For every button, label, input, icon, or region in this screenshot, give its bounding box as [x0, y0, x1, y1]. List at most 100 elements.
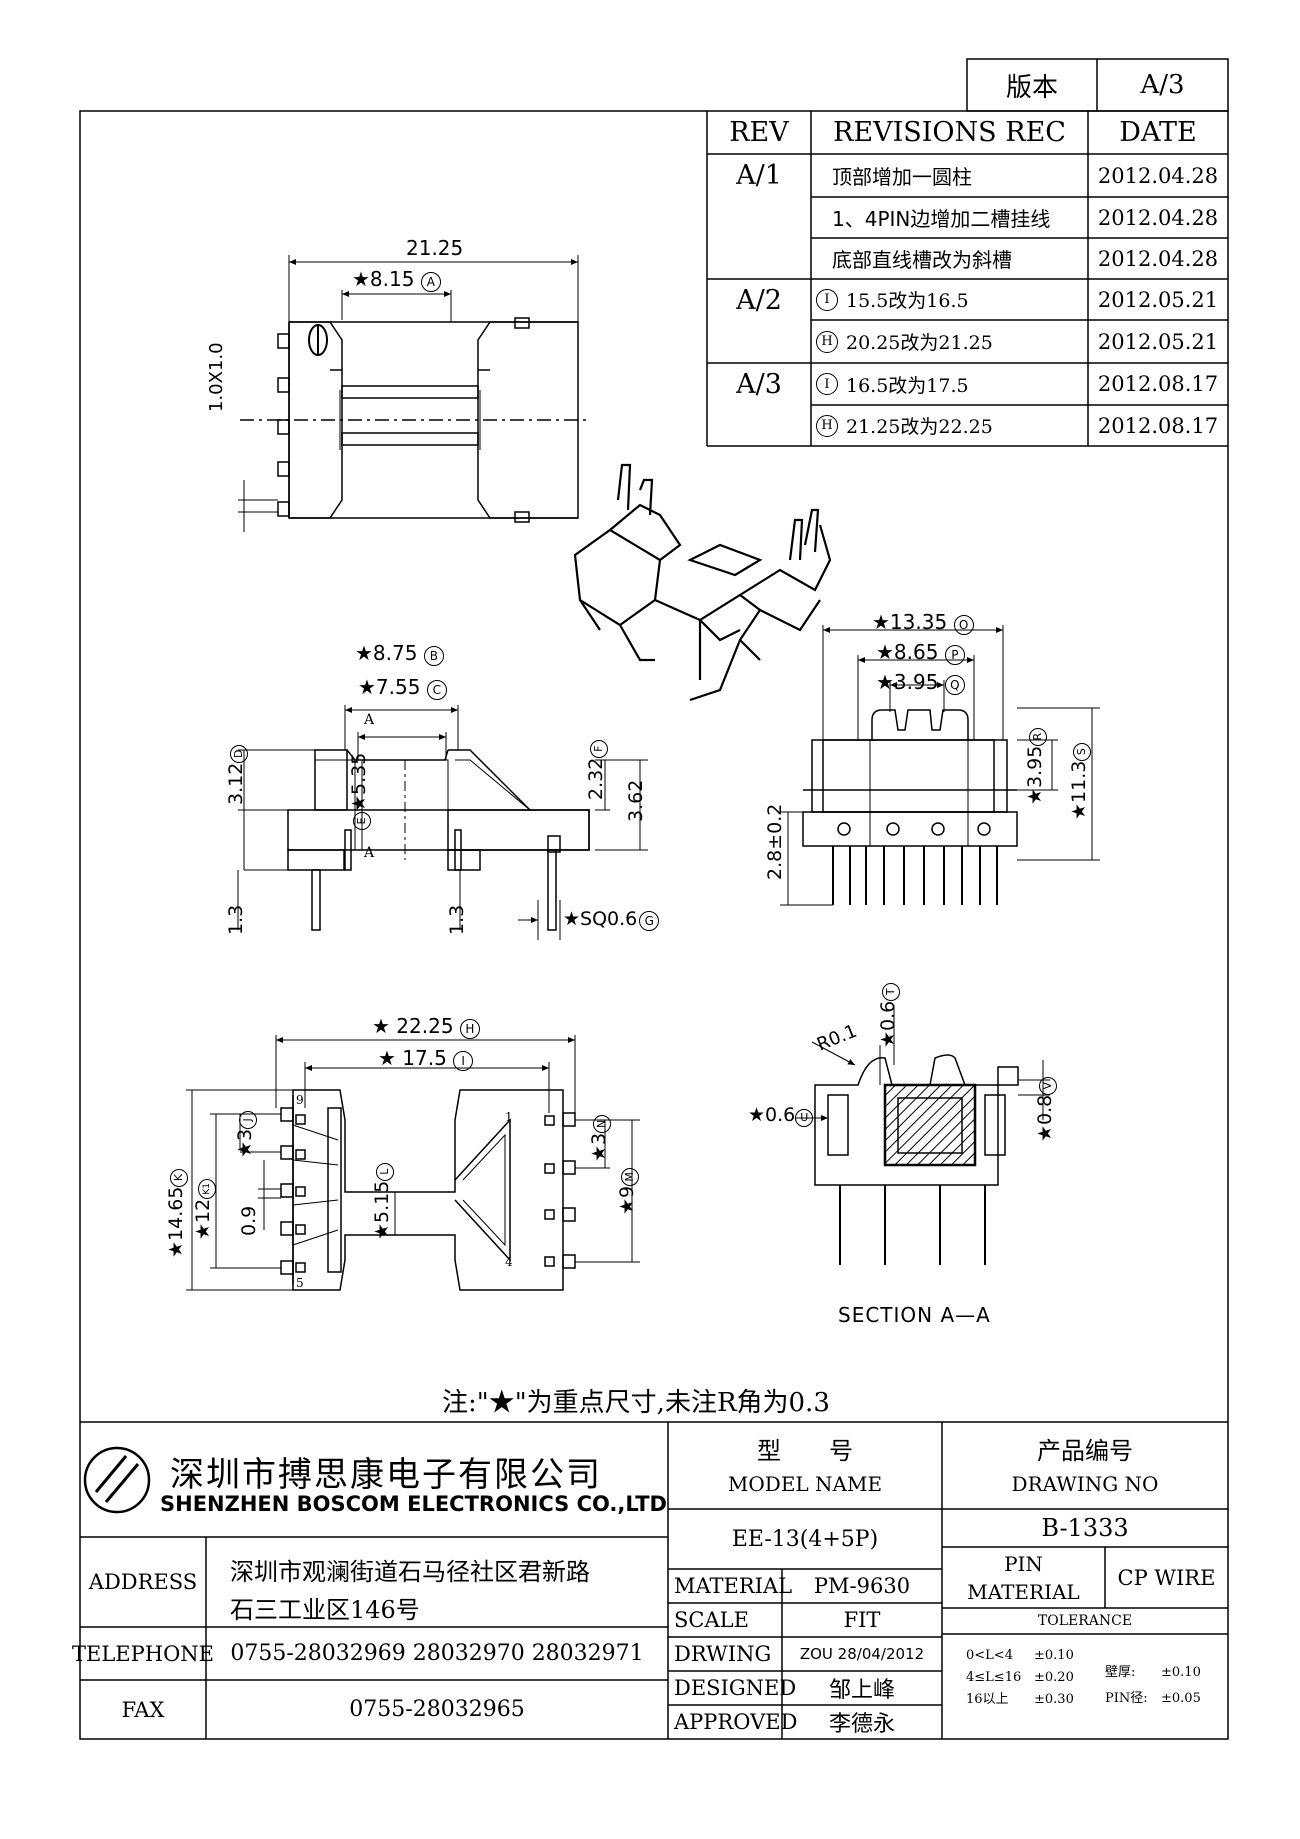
- revision-row-4: I 15.5改为16.5: [816, 279, 1086, 320]
- drawing-label-en: DRAWING NO: [1011, 1472, 1159, 1496]
- title-block-frame: [80, 1421, 1228, 1739]
- revision-row-5: H 20.25改为21.25: [816, 320, 1086, 363]
- pin-dia-label: PIN径:: [1105, 1691, 1148, 1706]
- bottom-dim-k: ★14.65K: [165, 1168, 188, 1258]
- top-dim-pitch: 1.0X1.0: [206, 342, 227, 412]
- wall-pin-tolerance: 壁厚:±0.10 PIN径:±0.05: [1105, 1660, 1201, 1712]
- revision-text-2: 1、4PIN边增加二槽挂线: [832, 207, 1051, 231]
- scale-value: FIT: [843, 1608, 881, 1632]
- side-view: [780, 625, 1100, 906]
- tol-range-1: 0<L<4: [966, 1648, 1013, 1663]
- scale-label: SCALE: [674, 1608, 749, 1632]
- material-value: PM-9630: [813, 1574, 911, 1598]
- revision-date-6: 2012.08.17: [1097, 372, 1219, 396]
- revision-table-frame: [706, 111, 1228, 447]
- bottom-dim-09: 0.9: [238, 1205, 260, 1236]
- bottom-view: [186, 1035, 640, 1291]
- bottom-dim-h: ★ 22.25 H: [372, 1014, 480, 1039]
- revision-text-5: 20.25改为21.25: [846, 332, 993, 354]
- section-dim-v: ★0.8V: [1034, 1076, 1057, 1142]
- dim-mark-l: L: [375, 1162, 394, 1181]
- pin-material-value: CP WIRE: [1117, 1565, 1216, 1590]
- front-dim-c: ★7.55 C: [358, 675, 447, 700]
- dim-mark-o: O: [953, 615, 974, 635]
- front-dim-f: 2.32F: [585, 739, 608, 800]
- section-marker-a-bottom: A: [364, 845, 375, 861]
- pin-number-5: 5: [296, 1276, 304, 1290]
- dim-mark-r: R: [1028, 727, 1047, 746]
- revision-text-7: 21.25改为22.25: [846, 416, 993, 438]
- drawing-note: 注:"★"为重点尺寸,未注R角为0.3: [442, 1388, 830, 1418]
- dim-mark-n: N: [592, 1114, 611, 1133]
- dim-mark-u: U: [795, 1108, 814, 1127]
- side-dim-p: ★8.65 P: [876, 640, 965, 665]
- side-dim-r: ★3.95R: [1024, 727, 1047, 805]
- dim-mark-k: K: [169, 1168, 188, 1187]
- front-dim-d: 3.12D: [225, 744, 248, 805]
- version-label: 版本: [1005, 72, 1058, 103]
- revision-date-2: 2012.04.28: [1097, 205, 1219, 230]
- bottom-dim-i: ★ 17.5 I: [378, 1046, 474, 1071]
- version-value: A/3: [1140, 70, 1185, 100]
- company-logo: [83, 1446, 151, 1514]
- section-a-a-view: [795, 1005, 1050, 1265]
- dim-mark-t: T: [881, 982, 900, 1001]
- side-dim-28: 2.8±0.2: [764, 803, 786, 880]
- revision-date-3: 2012.04.28: [1097, 246, 1219, 271]
- bottom-dim-j: ★3J: [234, 1110, 257, 1158]
- revision-date-7: 2012.08.17: [1097, 413, 1219, 438]
- revision-date-1: 2012.04.28: [1097, 163, 1219, 188]
- side-dim-q: ★3.95 Q: [876, 670, 965, 695]
- address-line-1: 深圳市观澜街道石马径社区君新路: [230, 1558, 590, 1586]
- revision-mark-i: I: [816, 373, 838, 395]
- top-dim-width: 21.25: [406, 236, 464, 260]
- section-title: SECTION A—A: [838, 1303, 991, 1327]
- bottom-dim-k1: ★12K1: [192, 1178, 216, 1240]
- revision-row-7: H 21.25改为22.25: [816, 405, 1086, 446]
- telephone-label: TELEPHONE: [72, 1641, 214, 1666]
- dim-mark-p: P: [944, 645, 965, 665]
- revision-row-6: I 16.5改为17.5: [816, 363, 1086, 405]
- revision-mark-i: I: [816, 288, 838, 311]
- revision-text-3: 底部直线槽改为斜槽: [832, 248, 1012, 272]
- drwing-label: DRWING: [674, 1642, 772, 1666]
- rev-a3: A/3: [736, 369, 782, 400]
- tol-range-3: 16以上: [966, 1692, 1009, 1707]
- model-label-en: MODEL NAME: [727, 1472, 883, 1496]
- dim-mark-f: F: [589, 739, 608, 758]
- drawing-label-cn: 产品编号: [1037, 1436, 1133, 1465]
- designed-value: 邹上峰: [828, 1678, 895, 1703]
- drawing-frame: [79, 110, 1229, 1740]
- dim-mark-a: A: [420, 272, 441, 292]
- bottom-dim-515: ★5.15L: [371, 1162, 394, 1240]
- revisions-rec-header: REVISIONS REC: [833, 117, 1066, 148]
- fax-value: 0755-28032965: [349, 1697, 525, 1722]
- dim-mark-g: G: [639, 911, 660, 931]
- approved-label: APPROVED: [674, 1710, 798, 1734]
- tol-value-2: ±0.20: [1034, 1670, 1074, 1685]
- address-label: ADDRESS: [88, 1570, 198, 1594]
- side-dim-o: ★13.35 O: [872, 610, 974, 635]
- address-line-2: 石三工业区146号: [230, 1596, 420, 1624]
- dim-mark-m: M: [620, 1167, 639, 1186]
- dim-mark-e: E: [352, 812, 371, 830]
- approved-value: 李德永: [828, 1712, 895, 1737]
- revision-text-1: 顶部增加一圆柱: [832, 165, 972, 189]
- side-dim-s: ★11.3S: [1068, 742, 1091, 820]
- pin-number-9: 9: [296, 1093, 304, 1107]
- revision-text-4: 15.5改为16.5: [846, 290, 969, 312]
- dim-mark-i: I: [453, 1051, 474, 1071]
- top-view: [238, 255, 590, 532]
- front-dim-362: 3.62: [625, 779, 647, 822]
- company-name-cn: 深圳市搏思康电子有限公司: [170, 1455, 602, 1495]
- revision-date-5: 2012.05.21: [1097, 329, 1219, 354]
- front-dim-e: E★5.35: [348, 753, 371, 830]
- revision-mark-h: H: [816, 330, 838, 353]
- pin-dia-value: ±0.05: [1161, 1691, 1201, 1706]
- bottom-dim-n: ★3N: [588, 1114, 611, 1162]
- front-view: [237, 705, 648, 940]
- section-marker-a-top: A: [364, 712, 375, 728]
